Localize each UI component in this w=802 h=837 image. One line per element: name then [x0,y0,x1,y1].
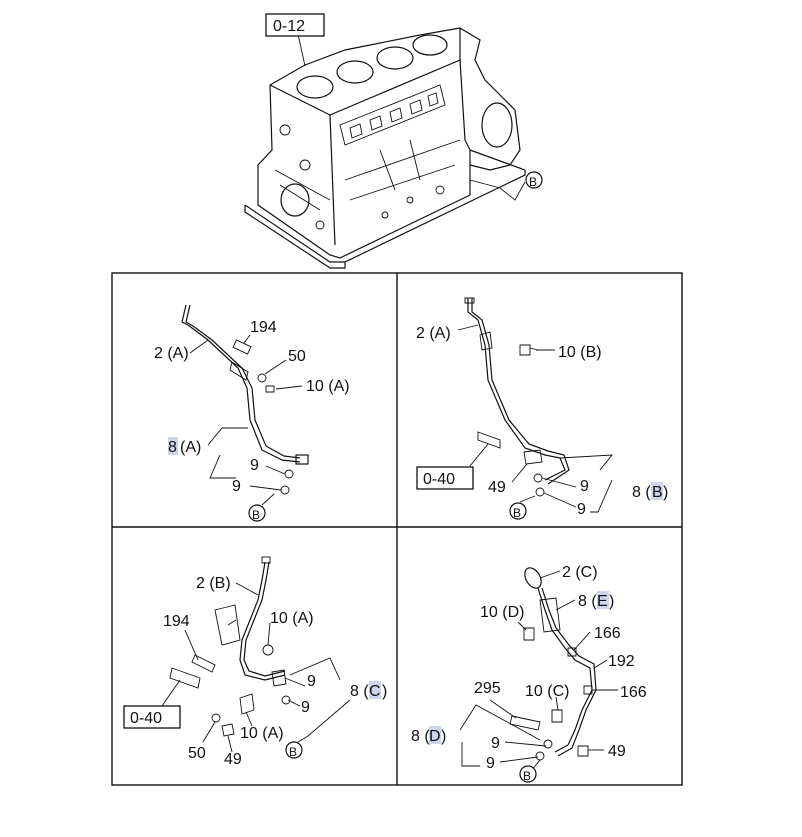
label-2a-b: 2 (A) [416,325,451,342]
label-49-d: 49 [608,743,626,760]
label-9-upper: 9 [250,457,259,474]
label-8e: 8 ( [578,593,597,610]
label-166-lower: 166 [620,684,647,701]
label-9-upper-b: 9 [580,478,589,495]
circle-ref-d: B [523,769,531,783]
dipstick-tube-d-drawing [459,567,618,772]
label-9-lower-b: 9 [577,501,586,518]
label-9-lower-d: 9 [486,755,495,772]
label-10b: 10 (B) [558,344,602,361]
label-49: 49 [488,479,506,496]
label-10a-c-lower: 10 (A) [240,725,284,742]
label-192: 192 [608,653,635,670]
panel-grid [111,272,683,786]
label-166-upper: 166 [594,625,621,642]
label-8d-end: ) [441,728,446,745]
dipstick-tube-b-drawing [457,297,613,513]
label-50: 50 [288,348,306,365]
label-8e-end: ) [609,593,614,610]
label-9-lower-c: 9 [301,699,310,716]
label-8a: (A) [180,439,201,456]
dipstick-tube-c-drawing [161,556,351,753]
engine-circle-ref: B [525,171,543,189]
label-2a: 2 (A) [154,345,189,362]
label-194: 194 [250,319,277,336]
panel-d: 2 (C) 8 ( E ) 10 (D) 166 192 295 10 (C) … [411,564,647,783]
label-9-upper-c: 9 [307,673,316,690]
label-8e-highlight: E [597,593,608,610]
label-8-b: 8 ( [632,484,651,501]
label-2b: 2 (B) [196,575,231,592]
ref-box-c-label: 0-40 [130,710,162,727]
engine-ref-label: 0-12 [273,18,305,35]
label-9-upper-d: 9 [491,735,500,752]
label-10a-c-upper: 10 (A) [270,610,314,627]
label-9-lower: 9 [232,478,241,495]
label-10a: 10 (A) [306,378,350,395]
ref-box-b [416,466,474,490]
label-8-b-highlight: B [652,484,663,501]
label-295: 295 [474,680,501,697]
engine-block-drawing [244,27,526,269]
ref-box-c [123,705,181,729]
panel-b: 2 (A) 10 (B) 0-40 49 9 9 8 ( B ) B [416,297,668,520]
label-8-b-end: ) [663,484,668,501]
label-8-c-end: ) [382,683,387,700]
panel-c: 2 (B) 194 10 (A) 9 9 8 ( C ) 0-40 10 (A)… [123,556,387,768]
circle-ref-c: B [289,745,297,759]
label-2c: 2 (C) [562,564,598,581]
engine-ref-box: 0-12 [265,13,325,37]
panel-a: 194 2 (A) 50 10 (A) 8 (A) 9 9 B [154,304,350,522]
label-8-c-highlight: C [369,683,381,700]
circle-ref-a: B [252,508,260,522]
label-10d: 10 (D) [480,604,524,621]
label-49-c: 49 [224,751,242,768]
engine-circle-ref-label: B [529,175,537,189]
circle-ref-b: B [513,506,521,520]
label-8d-highlight: D [429,728,441,745]
label-8-c: 8 ( [350,683,369,700]
label-194-c: 194 [163,613,190,630]
ref-box-b-label: 0-40 [423,471,455,488]
label-8-num: 8 [168,439,177,456]
dipstick-tube-a-drawing [181,304,309,506]
label-10c: 10 (C) [525,683,569,700]
label-50-c: 50 [188,745,206,762]
label-8d: 8 ( [411,728,430,745]
